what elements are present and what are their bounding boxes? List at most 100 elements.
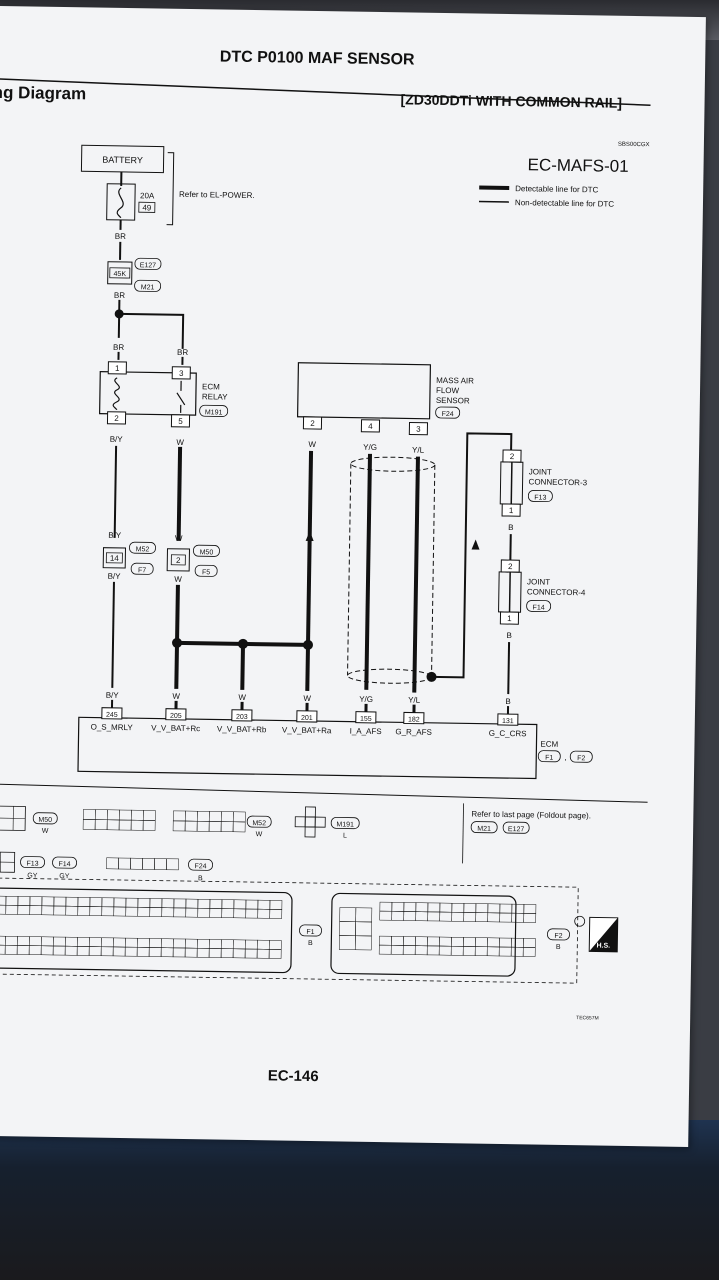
wire-br-b <box>117 299 121 338</box>
maf-sensor-box <box>296 362 432 420</box>
wire-color-by-2: B/Y <box>108 531 122 540</box>
connector-pin-cell <box>232 821 246 833</box>
connector-pin-cell <box>403 936 416 946</box>
ecm-pin-box <box>403 711 425 725</box>
splice-point-rc <box>172 637 183 648</box>
ecm-label: ECM <box>540 740 558 749</box>
face-m191-color: L <box>343 832 347 839</box>
connector-pin-cell <box>28 936 42 947</box>
connector-tag-m52 <box>129 541 156 554</box>
ecm-pin-number: 155 <box>360 716 372 723</box>
maf-pin-3: 3 <box>416 425 421 434</box>
power-bracket <box>166 152 175 226</box>
connector-pin-cell <box>402 945 416 955</box>
connector-pin-cell <box>142 858 155 870</box>
connector-pin-cell <box>197 907 211 918</box>
jc3-pin-box-1 <box>501 503 521 517</box>
connector-pin-cell <box>106 809 120 821</box>
connector-pin-cell <box>339 907 357 922</box>
arrow-up-icon <box>305 530 314 541</box>
connector-pin-cell <box>415 911 429 922</box>
connector-pin-cell <box>269 909 283 919</box>
connector-pin-cell <box>221 908 235 919</box>
face-tag-f13 <box>20 856 45 869</box>
connector-pin-cell <box>463 903 477 913</box>
face-m52: M52 <box>252 820 266 827</box>
connector-pin-cell <box>257 899 271 910</box>
connector-pin-cell <box>172 938 186 949</box>
fuse-number: 49 <box>142 203 152 212</box>
connector-f7: F7 <box>138 567 146 574</box>
pin-box-m50-2 <box>170 554 186 566</box>
face-m50: M50 <box>38 817 52 824</box>
connector-pin-cell <box>220 948 234 959</box>
wiring-diagram: DTC P0100 MAF SENSOR ng Diagram [ZD30DDT… <box>0 48 651 1085</box>
connector-pin-cell <box>52 936 66 947</box>
connector-pin-cell <box>391 911 405 921</box>
face-tag-m52 <box>246 815 272 828</box>
connector-pin-cell <box>40 945 54 956</box>
connector-pin-cell <box>379 935 392 946</box>
jc4-pin-box-1 <box>499 611 520 625</box>
connector-pin-cell <box>244 948 258 959</box>
wire-color-w-ra2: W <box>303 694 311 703</box>
m191-face <box>294 806 326 838</box>
connector-pin-cell <box>184 947 198 958</box>
relay-coil-icon <box>112 377 120 411</box>
connector-pin-cell <box>475 903 489 914</box>
face-tag-f24 <box>188 858 213 871</box>
connector-pin-cell <box>450 945 464 956</box>
connector-pin-cell <box>52 945 66 956</box>
connector-pin-cell <box>257 908 271 919</box>
harness-connector-m50 <box>166 548 191 572</box>
ecm-pin-box <box>101 707 123 720</box>
legend-non-detectable: Non-detectable line for DTC <box>515 198 615 209</box>
wire-shield-drain <box>431 432 513 679</box>
face-f24-color: B <box>198 875 203 882</box>
face-f1: F1 <box>306 929 314 936</box>
connector-pin-cell <box>125 906 139 917</box>
wire-color-w-ra: W <box>308 440 316 449</box>
connector-pin-cell <box>462 946 476 956</box>
shield-right <box>431 464 436 677</box>
refer-power: Refer to EL-POWER. <box>179 190 255 200</box>
ecm-pin-box <box>165 708 187 721</box>
ecm-relay-label-1: ECM <box>202 382 220 391</box>
connector-pin-cell <box>427 911 441 922</box>
ecm-pin-number: 205 <box>170 713 182 720</box>
jc4-label-2: CONNECTOR-4 <box>527 587 586 597</box>
connector-pin-cell <box>65 896 79 907</box>
fuse-number-box <box>138 201 156 213</box>
connector-pin-cell <box>486 946 500 957</box>
jc4-bar <box>508 572 511 613</box>
connector-pin-cell <box>137 907 151 917</box>
connector-pin-cell <box>130 857 143 870</box>
connector-pin-cell <box>451 902 465 913</box>
connector-pin-cell <box>511 903 525 914</box>
fuse-box <box>106 183 136 221</box>
connector-pin-cell <box>29 896 43 907</box>
connector-e127: E127 <box>140 262 157 269</box>
face-f1-color: B <box>308 940 313 947</box>
connector-pin-cell <box>414 945 428 956</box>
connector-pin-cell <box>53 896 67 907</box>
connector-pin-cell <box>16 945 30 955</box>
connector-pin-cell <box>355 907 373 923</box>
connector-pin-cell <box>208 811 222 822</box>
connector-pin-cell <box>523 904 537 914</box>
connector-pin-cell <box>88 946 102 956</box>
connector-pin-cell <box>118 809 132 821</box>
diagram-id: EC-MAFS-01 <box>527 155 628 176</box>
jc4-pin-2: 2 <box>508 562 513 571</box>
connector-pin-cell <box>475 912 489 923</box>
face-m191: M191 <box>336 821 354 828</box>
maf-label-1: MASS AIR <box>436 376 474 386</box>
connector-pin-cell <box>185 898 199 909</box>
connector-pin-cell <box>173 907 187 918</box>
relay-switch-icon <box>176 392 186 406</box>
wire-color-by-4: B/Y <box>106 691 120 700</box>
connector-pin-cell <box>166 858 179 871</box>
connector-pin-cell <box>511 937 524 948</box>
ecm-pin-number: 182 <box>408 716 420 723</box>
connector-pin-cell <box>0 904 7 915</box>
